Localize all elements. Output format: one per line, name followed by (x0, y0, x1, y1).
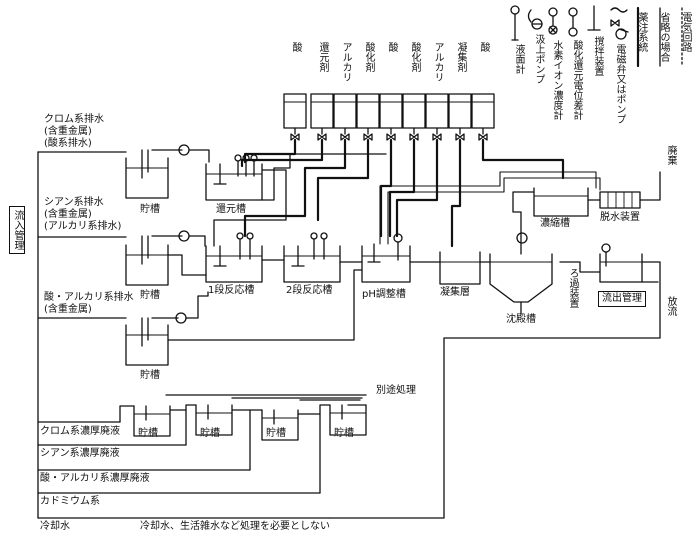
label-outflow: 流出管理 (598, 291, 646, 307)
legend-symbols (510, 5, 683, 68)
label-separate-treatment: 別途処理 (376, 385, 416, 396)
stream-chrome-title: クロム系排水 (44, 114, 104, 125)
label-sedimentation: 沈殿槽 (506, 314, 536, 325)
inflow-management: 流入管理 (9, 206, 25, 254)
label-reaction-1: 1段反応槽 (208, 285, 255, 296)
chem-alkali-1: アルカリ (340, 42, 351, 82)
stream-cyan-title: シアン系排水 (44, 197, 104, 208)
label-dewater: 脱水装置 (600, 212, 640, 223)
chem-acid-2: 酸 (386, 42, 397, 52)
label-acid-alkali-concentrated: 酸・アルカリ系濃厚廃液 (40, 473, 150, 484)
stream-cyan-sub1: (含重金属) (44, 209, 92, 220)
legend-dosing: 薬注系統 (636, 12, 647, 52)
legend-level: 液面計 (513, 44, 524, 74)
label-discharge: 放流 (665, 296, 676, 316)
chem-oxidizer-2: 酸化剤 (409, 42, 420, 72)
label-storage-conc-4: 貯槽 (334, 428, 354, 439)
stream-chrome-sub2: (酸系排水) (44, 138, 92, 149)
legend-valve-pump: 電磁弁又はポンプ (614, 44, 625, 124)
legend-electric: 電気回路 (680, 12, 691, 52)
chem-coagulant: 凝集剤 (455, 42, 466, 72)
chem-acid-3: 酸 (478, 42, 489, 52)
inflow-lines (37, 151, 367, 519)
legend-ph: 水素イオン濃度計 (551, 40, 562, 120)
legend-lift-pump: 汲上ポンプ (533, 34, 544, 84)
storage-tanks-raw (125, 144, 210, 366)
legend-omit: 省略の場合 (658, 12, 669, 62)
label-storage-conc-2: 貯槽 (200, 428, 220, 439)
chem-reducer: 還元剤 (317, 42, 328, 72)
label-storage-cyan: 貯槽 (140, 290, 160, 301)
label-waste: 廃棄 (665, 145, 676, 165)
main-tanks (167, 153, 661, 519)
label-filter: ろ過装置 (567, 268, 578, 308)
legend-stirrer: 撹拌装置 (592, 36, 603, 76)
label-storage-conc-3: 貯槽 (266, 428, 286, 439)
label-ph-adjust: pH調整槽 (362, 289, 406, 300)
stream-acid-alkali-sub: (含重金属) (44, 304, 92, 315)
label-reaction-2: 2段反応槽 (286, 285, 333, 296)
chem-acid-1: 酸 (290, 42, 301, 52)
label-chrome-concentrated: クロム系濃厚廃液 (40, 426, 120, 437)
label-storage-conc-1: 貯槽 (138, 428, 158, 439)
label-thickener: 濃縮槽 (540, 218, 570, 229)
stream-acid-alkali-title: 酸・アルカリ系排水 (44, 292, 134, 303)
legend-orp: 酸化還元電位差計 (571, 40, 582, 120)
label-cooling-water: 冷却水 (40, 521, 70, 532)
label-coagulation: 凝集層 (440, 287, 470, 298)
concentrated-tanks (133, 404, 367, 441)
label-storage-chrome: 貯槽 (140, 204, 160, 215)
chemical-tanks (283, 93, 495, 141)
label-storage-acid: 貯槽 (140, 370, 160, 381)
chem-oxidizer-1: 酸化剤 (363, 42, 374, 72)
stream-chrome-sub1: (含重金属) (44, 126, 92, 137)
label-cadmium: カドミウム系 (40, 496, 100, 507)
label-cooling-note: 冷却水、生活雑水など処理を必要としない (140, 521, 330, 532)
chem-alkali-2: アルカリ (432, 42, 443, 82)
label-reduction-tank: 還元槽 (216, 204, 246, 215)
stream-cyan-sub2: (アルカリ系排水) (44, 221, 122, 232)
label-cyan-concentrated: シアン系濃厚廃液 (40, 448, 120, 459)
